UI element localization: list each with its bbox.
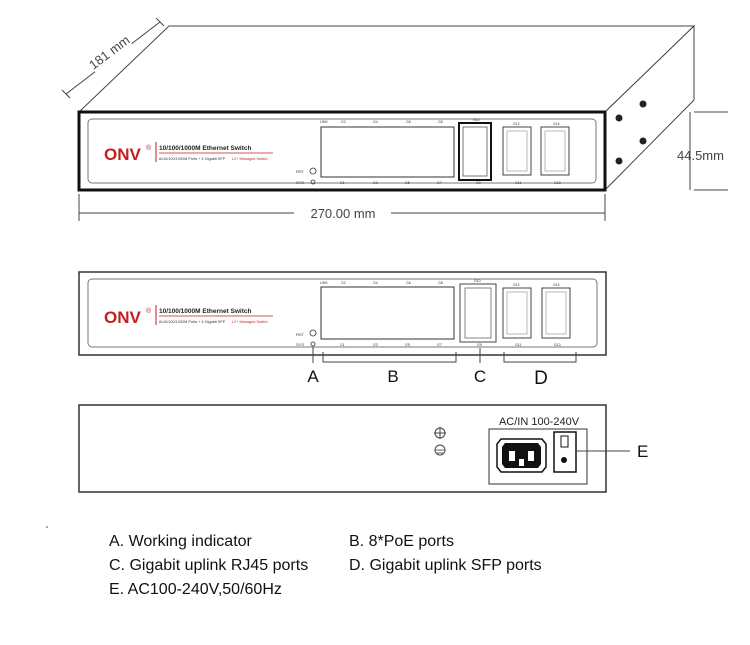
rst-button-icon: [309, 167, 317, 175]
port-label: G13: [554, 343, 561, 347]
callout-bracket-d: [503, 352, 577, 363]
port-label: G6: [406, 120, 411, 124]
poe-port-block: [320, 286, 455, 340]
height-dimension-label: 44.5mm: [677, 148, 724, 163]
case-top-face: [77, 25, 696, 113]
brand-logo: ONV: [104, 308, 142, 327]
port-label: G6: [406, 281, 411, 285]
port-label: G12: [513, 122, 520, 126]
port-label: G9: [476, 181, 481, 185]
front-view: ONV ® 10/100/1000M Ethernet Switch 8x10/…: [78, 271, 607, 389]
port-label: G3: [373, 343, 378, 347]
port-label: G4: [373, 281, 378, 285]
legend-item-a: A. Working indicator: [109, 533, 252, 550]
port-label: G8: [438, 120, 443, 124]
port-label: G5: [405, 181, 410, 185]
port-label: G8: [438, 281, 443, 285]
callout-label-a: A: [307, 367, 319, 386]
rear-view: AC/IN 100-240V E: [78, 404, 648, 493]
dimension-tick: [61, 89, 71, 99]
led-label-sys: SYS: [296, 180, 304, 185]
poe-port-block: [320, 126, 455, 178]
legend-item-c: C. Gigabit uplink RJ45 ports: [109, 557, 309, 574]
power-switch-rocker-icon: [560, 435, 569, 448]
model-title: 10/100/1000M Ethernet Switch: [159, 145, 252, 152]
port-label: G9: [477, 343, 482, 347]
port-label: G10: [473, 118, 480, 122]
model-managed: L2+ Managed Switch: [232, 157, 268, 161]
ac-inlet-socket-icon: [502, 443, 541, 468]
legend-item-e: E. AC100-240V,50/60Hz: [109, 581, 282, 598]
sys-led-icon: [310, 341, 316, 347]
screw-icon: [615, 157, 623, 165]
ac-pin-icon: [528, 451, 534, 461]
power-switch-dot-icon: [561, 457, 567, 463]
port-label: G3: [373, 181, 378, 185]
brand-logo: ONV: [104, 145, 142, 164]
callout-label-b: B: [387, 367, 398, 386]
callout-label-e: E: [637, 442, 648, 461]
sys-led-icon: [310, 179, 316, 185]
dimension-tick: [155, 17, 165, 27]
model-title: 10/100/1000M Ethernet Switch: [159, 308, 252, 315]
port-label: G13: [554, 181, 561, 185]
port-label: G7: [437, 181, 442, 185]
port-label: G10: [474, 279, 481, 283]
port-label: G14: [553, 122, 560, 126]
ac-pin-icon: [509, 451, 515, 461]
legend-item-b: B. 8*PoE ports: [349, 533, 454, 550]
callout-label-d: D: [534, 368, 548, 389]
screw-icon: [639, 100, 647, 108]
port-label: G11: [515, 181, 521, 185]
stray-dot: [46, 526, 48, 528]
screw-icon: [615, 114, 623, 122]
depth-label-bg: [85, 31, 133, 73]
power-label: AC/IN 100-240V: [499, 416, 580, 428]
port-label: G5: [405, 343, 410, 347]
port-label: G14: [553, 283, 560, 287]
port-label: G1: [340, 343, 345, 347]
port-label: G7: [437, 343, 442, 347]
brand-reg-mark: ®: [146, 144, 152, 152]
port-label: G2: [341, 281, 346, 285]
depth-dimension-label: 181 mm: [86, 32, 133, 72]
perspective-view: ONV ® 10/100/1000M Ethernet Switch 8x10/…: [61, 17, 728, 221]
sfp-port-inner: [506, 291, 528, 335]
port-label: LINK: [320, 120, 328, 124]
sfp-port-inner: [506, 130, 528, 172]
model-subtitle: 8x10/100/1000M Ports + 4 Gigabit SFP: [159, 157, 226, 161]
sfp-port-inner: [544, 130, 566, 172]
port-label: G1: [340, 181, 345, 185]
port-label: G4: [373, 120, 378, 124]
led-label-sys: SYS: [296, 342, 304, 347]
rst-button-icon: [309, 329, 317, 337]
port-label: G11: [515, 343, 521, 347]
power-switch: [553, 431, 577, 473]
legend-item-d: D. Gigabit uplink SFP ports: [349, 557, 542, 574]
led-label-rst: RST: [296, 332, 305, 337]
rj45-uplink-inner: [464, 287, 492, 339]
rj45-uplink-inner: [462, 126, 488, 177]
model-managed: L2+ Managed Switch: [232, 320, 268, 324]
sfp-port-inner: [545, 291, 567, 335]
ac-pin-icon: [519, 459, 524, 466]
model-subtitle: 8x10/100/1000M Ports + 4 Gigabit SFP: [159, 320, 226, 324]
port-label: LINK: [320, 281, 328, 285]
port-label: G12: [513, 283, 520, 287]
screw-icon: [639, 137, 647, 145]
led-label-rst: RST: [296, 169, 305, 174]
brand-reg-mark: ®: [146, 307, 152, 315]
callout-label-c: C: [474, 367, 486, 386]
callout-bracket-b: [322, 352, 457, 363]
port-label: G2: [341, 120, 346, 124]
width-dimension-label: 270.00 mm: [310, 206, 375, 221]
